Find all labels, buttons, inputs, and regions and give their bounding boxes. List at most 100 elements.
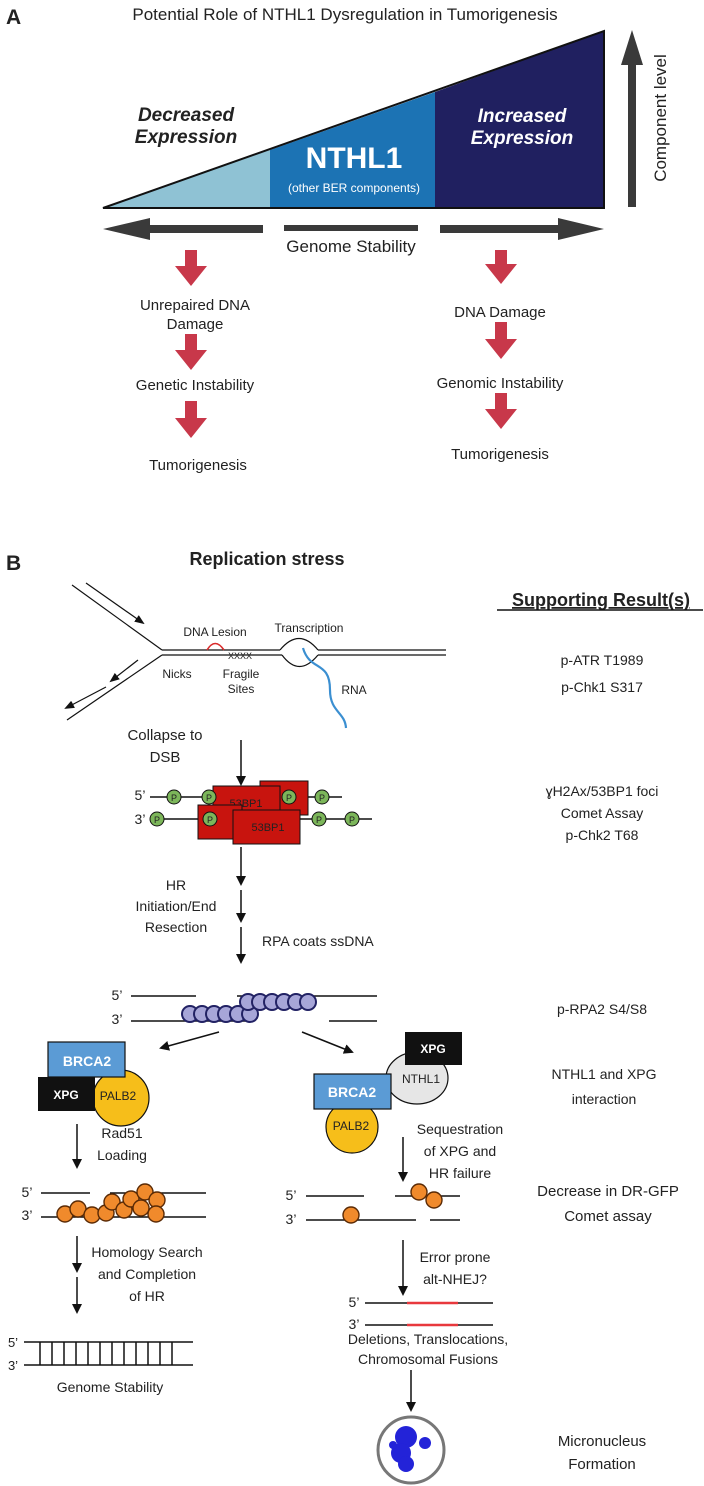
decreased-label-1: Decreased: [138, 105, 235, 126]
altnhej-5-label: 5’: [349, 1294, 360, 1310]
hr-label-1: HR: [166, 877, 186, 893]
left-genetic-instability: Genetic Instability: [136, 377, 255, 394]
xpg-label-right: XPG: [420, 1042, 445, 1056]
left-stability-arrow: [103, 218, 263, 240]
arrow-branch-left: [159, 1031, 220, 1051]
sequestration-label-1: Sequestration: [417, 1121, 503, 1137]
red-arrow-right-3: [485, 393, 517, 429]
p-label: P: [206, 793, 212, 803]
result-2-line-2: Comet Assay: [561, 805, 643, 821]
panel-b-title: Replication stress: [189, 549, 344, 569]
component-level-label: Component level: [651, 54, 670, 182]
left-tumorigenesis: Tumorigenesis: [149, 457, 247, 474]
dna-lesion-mark: [206, 642, 225, 651]
alt-nhej-product: [365, 1301, 493, 1327]
wedge-outline: [102, 29, 605, 209]
left-unrepaired-2: Damage: [167, 316, 224, 333]
rad51-5-label: 5’: [22, 1184, 33, 1200]
panel-a-title: Potential Role of NTHL1 Dysregulation in…: [132, 5, 557, 24]
failure-5-label: 5’: [286, 1187, 297, 1203]
panel-a-label: A: [6, 6, 21, 29]
deletions-label-1: Deletions, Translocations,: [348, 1331, 508, 1347]
p-label: P: [286, 793, 292, 803]
homology-label-1: Homology Search: [91, 1244, 202, 1260]
rad51-label-2: Loading: [97, 1147, 147, 1163]
red-arrow-right-2: [485, 322, 517, 359]
p-label: P: [154, 815, 160, 825]
p-label: P: [207, 815, 213, 825]
dsb-3-label: 3’: [135, 811, 146, 827]
collapse-label-2: DSB: [150, 749, 181, 766]
nthl1-label: NTHL1: [306, 142, 403, 175]
dsb-5-label: 5’: [135, 787, 146, 803]
supporting-results-header: Supporting Result(s): [512, 590, 690, 610]
arrow-branch-right: [301, 1031, 354, 1054]
brca2-label-left: BRCA2: [63, 1053, 111, 1069]
left-unrepaired-1: Unrepaired DNA: [140, 297, 250, 314]
ladder-3-label: 3’: [8, 1358, 18, 1373]
phospho-labels: P P P P P P P P: [154, 793, 355, 825]
p-label: P: [171, 793, 177, 803]
xxxx-label: XXXX: [228, 651, 252, 661]
right-genomic-instability: Genomic Instability: [437, 375, 564, 392]
red-arrow-left-1: [175, 250, 207, 286]
failure-3-label: 3’: [286, 1211, 297, 1227]
nthl1-xpg-brca2-complex: [313, 1032, 462, 1154]
result-2-line-1: ɣH2Ax/53BP1 foci: [546, 783, 659, 799]
increased-label-2: Expression: [471, 128, 573, 149]
sequestration-label-2: of XPG and: [424, 1143, 496, 1159]
right-tumorigenesis: Tumorigenesis: [451, 446, 549, 463]
homology-label-2: and Completion: [98, 1266, 196, 1282]
error-prone-label-1: Error prone: [420, 1249, 491, 1265]
p-label: P: [316, 815, 322, 825]
rpa-3-label: 3’: [112, 1011, 123, 1027]
rna-label: RNA: [341, 683, 366, 697]
brca2-label-right: BRCA2: [328, 1084, 376, 1100]
center-stability-bar: [284, 225, 418, 231]
red-arrow-right-1: [485, 250, 517, 284]
increased-expression-wedge: [435, 31, 604, 208]
palb2-label-right: PALB2: [333, 1119, 370, 1133]
decreased-label-2: Expression: [135, 127, 237, 148]
palb2-label-left: PALB2: [100, 1089, 137, 1103]
replication-fork: [64, 582, 446, 721]
sequestration-label-3: HR failure: [429, 1165, 491, 1181]
rad51-circles-right: [342, 1183, 443, 1224]
result-5-line-1: Decrease in DR-GFP: [537, 1183, 679, 1200]
homology-label-3: of HR: [129, 1288, 165, 1304]
result-1-line-1: p-ATR T1989: [561, 652, 644, 668]
red-arrow-left-2: [175, 334, 207, 370]
ladder-5-label: 5’: [8, 1335, 18, 1350]
result-2-line-3: p-Chk2 T68: [566, 827, 639, 843]
brca2-box-left: [47, 1041, 126, 1078]
p-label: P: [349, 815, 355, 825]
genome-stability-label: Genome Stability: [286, 237, 416, 256]
genome-stability-bottom: Genome Stability: [57, 1379, 164, 1395]
panel-b-label: B: [6, 552, 21, 575]
nicks-label: Nicks: [162, 667, 191, 681]
xpg-label-left: XPG: [53, 1088, 78, 1102]
result-6-line-1: Micronucleus: [558, 1433, 646, 1450]
collapse-label-1: Collapse to: [127, 727, 202, 744]
53bp1-box-bottom: [232, 809, 301, 845]
result-5-line-2: Comet assay: [564, 1208, 652, 1225]
nthl1-sub-label: (other BER components): [288, 181, 420, 195]
53bp1-label-bottom: 53BP1: [251, 822, 284, 834]
transcription-label: Transcription: [275, 621, 344, 635]
result-6-line-2: Formation: [568, 1456, 636, 1473]
hr-label-3: Resection: [145, 919, 207, 935]
nthl1-label-right: NTHL1: [402, 1072, 440, 1086]
fragile-sites-label-2: Sites: [228, 682, 255, 696]
brca2-xpg-palb2-complex: [38, 1041, 150, 1127]
hr-label-2: Initiation/End: [136, 898, 217, 914]
nthl1-wedge: [270, 92, 435, 208]
altnhej-3-label: 3’: [349, 1316, 360, 1332]
result-4-line-1: NTHL1 and XPG: [551, 1066, 656, 1082]
xpg-box-right: [405, 1032, 462, 1065]
rpa-circles: [181, 993, 317, 1023]
rpa-label: RPA coats ssDNA: [262, 933, 374, 949]
increased-label-1: Increased: [478, 106, 567, 127]
component-level-arrow: [621, 30, 643, 207]
p-label: P: [319, 793, 325, 803]
